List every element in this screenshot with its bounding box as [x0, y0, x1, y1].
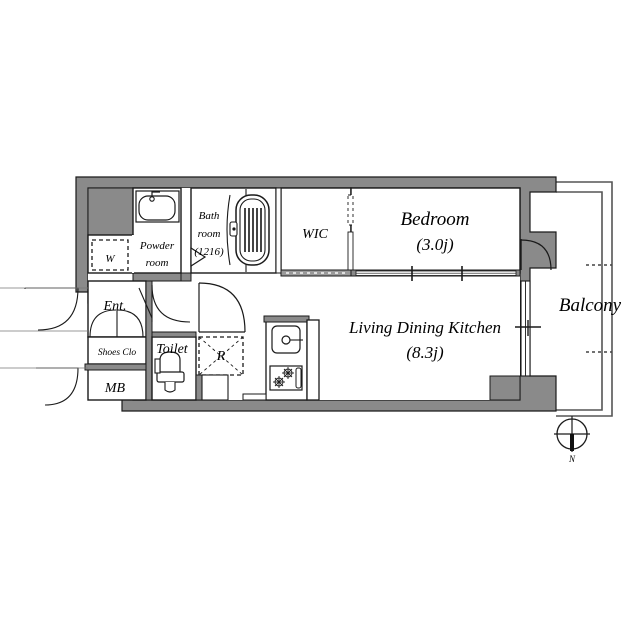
wic-sliding-door[interactable] — [347, 194, 354, 273]
bathtub-texture — [244, 208, 262, 252]
front-door-arc — [25, 287, 79, 331]
toilet-label: Toilet — [156, 342, 188, 357]
bedroom-enclosure — [350, 187, 521, 274]
balcony-inner-rail — [556, 191, 603, 411]
bedroom-label: Bedroom — [401, 209, 470, 230]
entrance-label: Ent. — [103, 299, 127, 314]
wall-top-left-recess — [87, 187, 134, 236]
exterior-door-swings — [0, 287, 88, 406]
toilet-base — [164, 382, 176, 393]
toilet-tank — [156, 371, 185, 383]
washer-label: W — [105, 253, 115, 265]
toilet-fixture — [154, 351, 185, 393]
balcony-label: Balcony — [559, 295, 622, 316]
ldk-area: (8.3ј) — [406, 343, 444, 362]
washer-outline — [91, 239, 129, 271]
powder-room-label-2: room — [146, 257, 169, 269]
compass-label: N — [568, 454, 576, 464]
vanity-drain — [149, 196, 155, 202]
bedroom-area: (3.0ј) — [416, 235, 454, 254]
corridor-niche — [201, 374, 229, 401]
ldk-balcony-window[interactable] — [515, 280, 541, 377]
wic-label: WIC — [302, 227, 328, 242]
mb-door-arc — [36, 367, 79, 406]
refrigerator-outline — [198, 336, 244, 376]
kitchen-partition — [306, 319, 320, 401]
wall-powder-bottom — [132, 272, 182, 282]
shoes-closet-label: Shoes Clo — [98, 348, 137, 358]
ldk-corridor-door[interactable] — [198, 282, 246, 333]
shoes-closet-enclosure — [87, 336, 147, 365]
refrigerator-label: R — [216, 349, 226, 364]
entrance-inner-door[interactable] — [138, 284, 191, 323]
wall-entrance-corridor — [145, 280, 153, 401]
vanity-basin — [138, 195, 176, 221]
ldk-corner-notch — [489, 375, 521, 401]
compass-rose: N — [554, 416, 590, 464]
entrance-door-swing[interactable] — [89, 309, 144, 338]
entrance-door-leaf — [138, 287, 153, 319]
toilet-flush-lever — [154, 358, 161, 374]
stove-burners — [273, 367, 294, 388]
bath-door-swing — [226, 194, 231, 266]
wall-toilet-top — [151, 331, 197, 338]
compass-needle — [570, 434, 574, 451]
ldk-label: Living Dining Kitchen — [348, 318, 501, 337]
refrigerator-diag-2 — [198, 336, 244, 376]
bedroom-sliding-door[interactable] — [355, 266, 517, 281]
refrigerator-diag-1 — [198, 336, 244, 376]
interior-partitions — [0, 187, 552, 406]
bedroom-balcony-door[interactable] — [520, 239, 552, 271]
bath-room-label-3: (1216) — [194, 246, 224, 258]
balcony-structure — [556, 181, 613, 417]
bath-room-label-1: Bath — [199, 210, 220, 222]
toilet-bowl — [159, 351, 181, 376]
wall-bath-wic — [275, 187, 282, 274]
kitchen-back-splash — [263, 315, 310, 323]
kitchen-floor-notch — [242, 393, 267, 401]
kitchen-counter — [263, 315, 320, 401]
stove-control — [295, 367, 302, 389]
meter-box-label: MB — [104, 381, 126, 396]
powder-room-label-1: Powder — [139, 240, 175, 252]
wall-stub-below-fridge — [195, 374, 203, 401]
balcony-outer-rail — [556, 181, 613, 417]
wic-enclosure — [280, 187, 352, 274]
bath-room-door[interactable] — [190, 246, 207, 268]
vanity-faucet — [151, 191, 160, 196]
wall-mb-top — [84, 363, 150, 371]
room-labels: Living Dining Kitchen (8.3ј) Bedroom (3.… — [98, 209, 622, 396]
washer-alcove — [87, 234, 134, 274]
bathtub — [226, 194, 270, 266]
bath-room-label-2: room — [198, 228, 221, 240]
wall-powder-bath-joint — [180, 272, 192, 282]
bathtub-drain — [232, 227, 236, 231]
vanity-sink — [135, 190, 180, 223]
